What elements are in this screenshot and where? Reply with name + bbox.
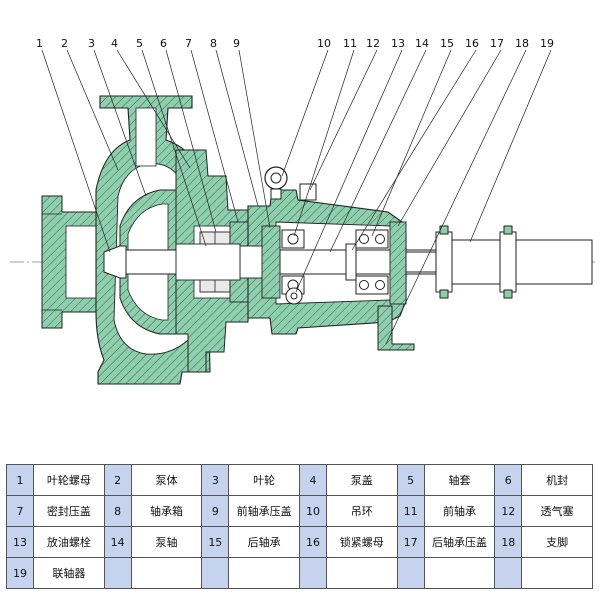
lock-nut: [345, 243, 357, 281]
callout-9: 9: [233, 37, 240, 50]
table-row: 19 联轴器: [6, 557, 593, 589]
rear-bearing-cover: [389, 221, 407, 305]
parts-list-table: 1 叶轮螺母 2 泵体 3 叶轮 4 泵盖 5 轴套 6 机封 7 密封压盖 8…: [6, 464, 593, 589]
callout-6: 6: [160, 37, 167, 50]
part-number: 19: [6, 557, 34, 589]
part-number: 12: [494, 495, 523, 527]
callouts: 1 2 3 4 5 6 7 8 9 10 11 12 13 14 15 16 1…: [36, 37, 554, 345]
support-foot: [377, 305, 415, 351]
part-number: 3: [201, 464, 230, 496]
empty-cell: [423, 557, 496, 589]
empty-cell: [494, 557, 523, 589]
part-number: 10: [298, 495, 327, 527]
pump-shaft: [125, 249, 437, 275]
empty-cell: [298, 557, 327, 589]
empty-cell: [325, 557, 398, 589]
front-bearing-cover: [261, 225, 281, 299]
callout-8: 8: [210, 37, 217, 50]
pump-cross-section-drawing: 1 2 3 4 5 6 7 8 9 10 11 12 13 14 15 16 1…: [10, 37, 595, 385]
empty-cell: [130, 557, 203, 589]
part-number: 9: [201, 495, 230, 527]
part-number: 18: [494, 526, 523, 558]
table-row: 13 放油螺栓 14 泵轴 15 后轴承 16 锁紧螺母 17 后轴承压盖 18…: [6, 526, 593, 558]
part-name: 泵轴: [130, 526, 203, 558]
oil-drain-bolt: [285, 287, 303, 305]
callout-3: 3: [88, 37, 95, 50]
callout-11: 11: [343, 37, 357, 50]
part-number: 17: [396, 526, 425, 558]
callout-16: 16: [465, 37, 479, 50]
empty-cell: [396, 557, 425, 589]
part-name: 支脚: [521, 526, 593, 558]
empty-cell: [201, 557, 230, 589]
part-name: 轴套: [423, 464, 496, 496]
part-number: 1: [6, 464, 34, 496]
part-name: 后轴承: [228, 526, 300, 558]
part-number: 2: [103, 464, 132, 496]
part-name: 放油螺栓: [33, 526, 105, 558]
table-row: 7 密封压盖 8 轴承箱 9 前轴承压盖 10 吊环 11 前轴承 12 透气塞: [6, 495, 593, 527]
callout-17: 17: [490, 37, 504, 50]
part-name: 前轴承压盖: [228, 495, 300, 527]
part-number: 8: [103, 495, 132, 527]
callout-2: 2: [61, 37, 68, 50]
callout-12: 12: [366, 37, 380, 50]
part-name: 联轴器: [33, 557, 105, 589]
table-row: 1 叶轮螺母 2 泵体 3 叶轮 4 泵盖 5 轴套 6 机封: [6, 464, 593, 496]
part-number: 6: [494, 464, 523, 496]
coupling: [405, 225, 593, 299]
part-name: 后轴承压盖: [423, 526, 496, 558]
part-number: 13: [6, 526, 34, 558]
impeller-nut: [103, 245, 127, 279]
part-name: 叶轮螺母: [33, 464, 105, 496]
part-number: 4: [298, 464, 327, 496]
part-name: 透气塞: [521, 495, 593, 527]
callout-7: 7: [185, 37, 192, 50]
part-name: 轴承箱: [130, 495, 203, 527]
part-number: 11: [396, 495, 425, 527]
callout-13: 13: [391, 37, 405, 50]
suction-bore: [65, 225, 101, 299]
callout-10: 10: [317, 37, 331, 50]
part-number: 7: [6, 495, 34, 527]
callout-19: 19: [540, 37, 554, 50]
callout-15: 15: [440, 37, 454, 50]
part-name: 吊环: [325, 495, 398, 527]
lifting-ring: [264, 166, 288, 200]
part-name: 泵盖: [325, 464, 398, 496]
rear-bearing: [355, 229, 389, 295]
part-name: 锁紧螺母: [325, 526, 398, 558]
callout-4: 4: [111, 37, 118, 50]
part-name: 叶轮: [228, 464, 300, 496]
callout-1: 1: [36, 37, 43, 50]
part-name: 密封压盖: [33, 495, 105, 527]
empty-cell: [228, 557, 300, 589]
callout-5: 5: [136, 37, 143, 50]
part-number: 5: [396, 464, 425, 496]
empty-cell: [103, 557, 132, 589]
part-number: 14: [103, 526, 132, 558]
callout-14: 14: [415, 37, 429, 50]
empty-cell: [521, 557, 593, 589]
part-name: 机封: [521, 464, 593, 496]
part-name: 前轴承: [423, 495, 496, 527]
callout-18: 18: [515, 37, 529, 50]
shaft-sleeve: [175, 243, 241, 281]
part-number: 15: [201, 526, 230, 558]
part-number: 16: [298, 526, 327, 558]
part-name: 泵体: [130, 464, 203, 496]
